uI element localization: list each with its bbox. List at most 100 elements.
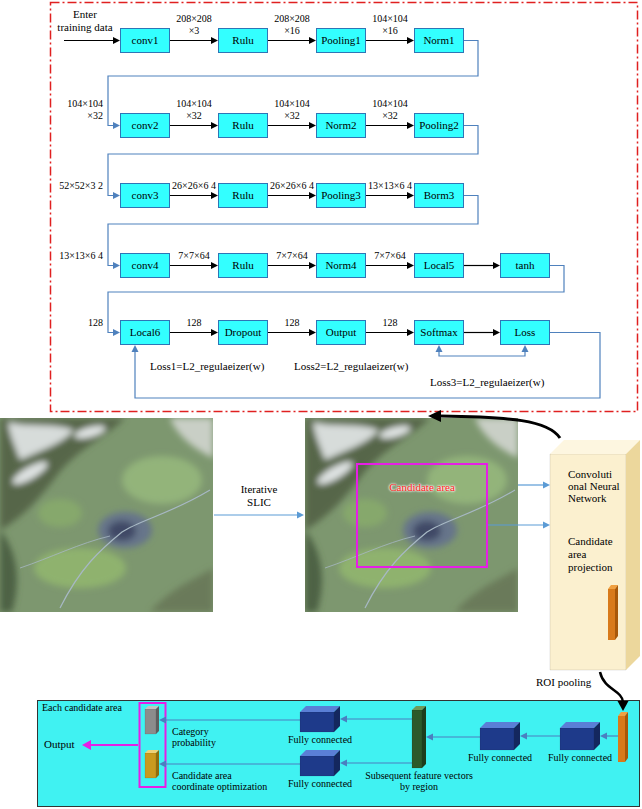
arrow-head [211,192,218,199]
annotation: ROI pooling [536,676,591,689]
cube-shape [300,750,340,776]
annotation: 128 [51,317,103,329]
process-box: Norm2 [316,113,366,138]
arrow-head [309,329,316,336]
arrow-head [113,37,120,44]
annotation: 104×104 ×32 [170,98,218,122]
connector-line [166,719,300,720]
annotation: 7×7×64 [366,250,414,262]
process-box: Rulu [218,113,268,138]
node-text: Norm2 [325,119,356,131]
connector [488,522,550,529]
node-text: conv4 [132,259,159,271]
feature-slab: Subsequent feature vectors by region [412,706,426,768]
arrow-head [211,122,218,129]
connector [366,329,414,336]
arrow-head [211,262,218,269]
arrow-head [113,122,120,129]
arrow-head [113,192,120,199]
output-arrow [90,744,138,746]
annotation: 208×208 ×16 [268,13,316,37]
connector-line [170,195,211,196]
arrow-head [426,734,433,741]
top-face [300,750,340,756]
arrow-head [340,760,347,767]
front-face [550,454,626,670]
gray-shape [145,706,159,734]
annotation: 128 [268,317,316,329]
arrow-head [211,37,218,44]
top-face [480,722,520,728]
annotation: Output [44,738,75,751]
connector-line [268,195,309,196]
node-text: Rulu [232,34,253,46]
process-box: Rulu [218,28,268,53]
annotation: 13×13×6 4 [51,250,103,262]
node-text: conv2 [132,119,159,131]
slab-shape [412,706,426,768]
annotation: Loss2=L2_regulaeizer(w) [294,360,408,373]
connector [464,262,500,269]
annotation: 104×104 ×32 [268,98,316,122]
front-face [300,712,334,732]
annotation: 128 [170,317,218,329]
annotation: Iterative SLIC [234,483,284,509]
process-box: Pooling3 [316,183,366,208]
top-face [550,440,640,454]
connector [159,717,300,724]
node-text: Rulu [232,119,253,131]
satellite-image [0,418,213,612]
cnn-block: Convoluti onal Neural Network [550,440,640,670]
caption: Fully connected [280,734,360,745]
process-box: Norm4 [316,253,366,278]
node-text: Output [326,326,357,338]
annotation: 13×13×6 4 [366,180,414,192]
node-text: Convoluti onal Neural Network [568,468,624,504]
connector-line [464,265,493,266]
fc-layer: Fully connected [300,706,340,732]
arrow-head [543,482,550,489]
panel-title: Each candidate area [42,702,122,713]
annotation: 52×52×3 2 [51,180,103,192]
process-box: Local5 [414,253,464,278]
node-text: Local6 [130,326,161,338]
connector-line [366,125,407,126]
slic-arrow [214,514,297,515]
edge-label: Candidate area projection [568,535,624,575]
connector [366,192,414,199]
connector-line [170,125,211,126]
node-text: Pooling3 [321,189,361,201]
arrow-head [407,262,414,269]
caption: Candidate area coordinate optimization [172,770,272,792]
side-face [422,706,426,768]
connector-line [268,40,309,41]
annotation: 104×104 ×32 [366,98,414,122]
side-face [626,440,640,670]
cube-shape [560,722,600,750]
candidate-region: Candidate area [356,463,488,568]
side-face [615,585,618,640]
arrow-head [113,262,120,269]
process-box: tanh [500,253,550,278]
front-face [300,756,334,776]
connector-line [268,265,309,266]
annotation: Enter training data [56,8,114,34]
arrow-head [159,761,166,768]
connector-line [366,332,407,333]
cnn-frame [51,3,638,412]
node-text: conv3 [132,189,159,201]
node-text: Local5 [424,259,455,271]
arrow-head [407,37,414,44]
fc-layer: Fully connected [560,722,600,750]
detection-panel: Each candidate areaFully connectedFully … [37,700,640,807]
arrow-head [159,717,166,724]
process-box: conv2 [120,113,170,138]
connector [170,37,218,44]
connector [340,716,412,723]
process-box: Norm1 [414,28,464,53]
connector [170,262,218,269]
decoration [618,716,625,762]
process-box: Local6 [120,320,170,345]
output-bar: Category probability [145,706,159,734]
